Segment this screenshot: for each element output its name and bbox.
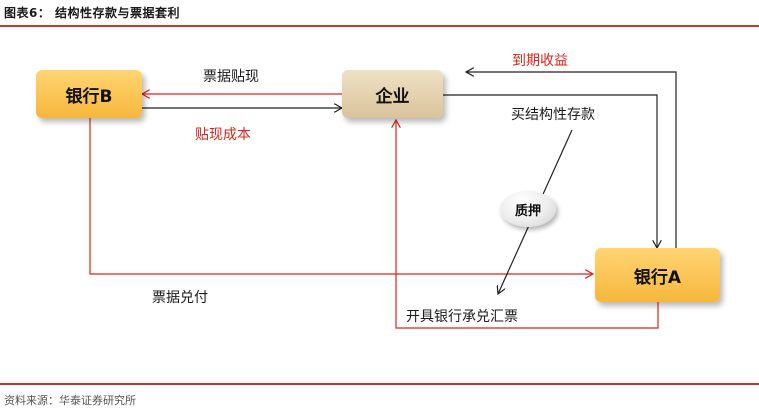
arrow-bill-acceptance [89, 118, 593, 274]
arrow-acceptance-bill [396, 120, 659, 329]
arrow-buy-deposit [443, 94, 657, 248]
top-rule [0, 25, 759, 27]
figure-title: 图表6： 结构性存款与票据套利 [4, 6, 181, 20]
node-enterprise: 企业 [342, 70, 443, 118]
label-bank-acceptance-bill: 开具银行承兑汇票 [406, 309, 518, 325]
label-discount-cost: 贴现成本 [195, 127, 251, 143]
label-bill-discount: 票据贴现 [203, 69, 259, 85]
label-maturity-income: 到期收益 [512, 53, 568, 69]
bottom-rule [0, 383, 759, 385]
node-bank-a: 银行A [595, 248, 720, 302]
pledge-badge: 质押 [500, 191, 556, 227]
label-bill-acceptance: 票据兑付 [152, 290, 208, 306]
label-buy-structured-deposit: 买结构性存款 [511, 107, 595, 123]
node-bank-b: 银行B [36, 70, 142, 118]
source-note: 资料来源：华泰证券研究所 [4, 394, 136, 407]
arrow-maturity-income [466, 72, 677, 248]
